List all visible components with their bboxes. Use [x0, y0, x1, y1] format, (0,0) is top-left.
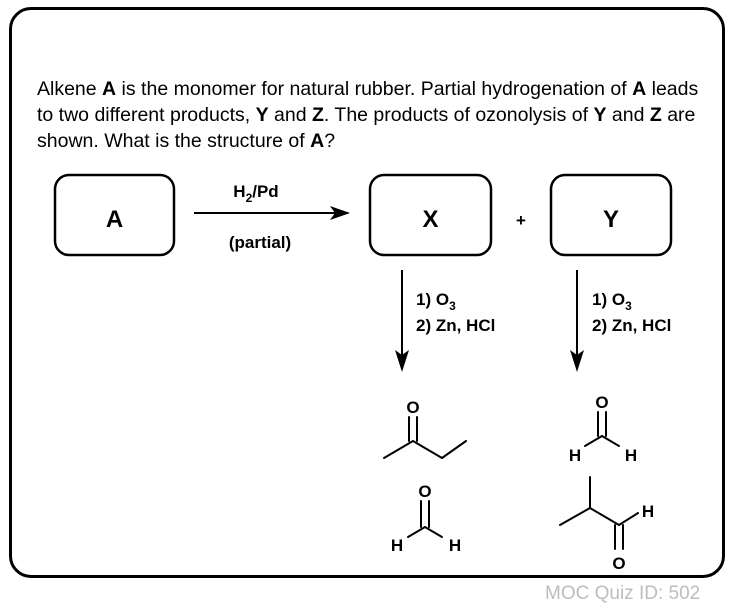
ozonolysis-arrow-left-head: [395, 350, 409, 372]
box-x-label: X: [422, 206, 438, 233]
formaldehyde-left-structure: [407, 500, 443, 538]
isobutyraldehyde-oxygen: O: [612, 554, 625, 573]
question-segment: leads to two different products,: [37, 78, 699, 126]
question-highlight-a: A: [632, 78, 647, 100]
formaldehyde-left-oxygen: O: [418, 482, 431, 501]
reagent-partial: (partial): [229, 233, 291, 252]
formaldehyde-right-h2: H: [625, 446, 637, 465]
quiz-frame: [9, 7, 725, 578]
formaldehyde-left-h1: H: [391, 536, 403, 555]
box-x: [368, 173, 493, 257]
box-a: [53, 173, 176, 257]
forward-arrow-head: [330, 206, 350, 220]
ozonolysis-right-step2: 2) Zn, HCl: [592, 316, 671, 335]
question-segment: are shown. What is the structure of: [37, 104, 696, 152]
question-segment: ?: [324, 130, 336, 152]
question-highlight-z: Z: [649, 104, 662, 126]
question-highlight-y: Y: [255, 104, 269, 126]
question-segment: . The products of ozonolysis of: [323, 104, 594, 126]
question-highlight-z: Z: [312, 104, 324, 126]
formaldehyde-right-oxygen: O: [595, 393, 608, 412]
butanone-structure: [383, 416, 467, 459]
formaldehyde-right-h1: H: [569, 446, 581, 465]
ozonolysis-left-step1: 1) O3: [416, 290, 456, 313]
isobutyraldehyde-h: H: [642, 502, 654, 521]
question-highlight-a: A: [310, 130, 325, 152]
question-segment: is the monomer for natural rubber. Parti…: [116, 78, 633, 100]
formaldehyde-right-structure: [584, 411, 620, 447]
ozonolysis-arrow-right-head: [570, 350, 584, 372]
plus-sign: +: [516, 211, 526, 230]
reagent-h2-pd: H2/Pd: [233, 182, 278, 205]
quiz-id-watermark: MOC Quiz ID: 502: [545, 583, 701, 604]
question-segment: and: [268, 104, 312, 126]
question-highlight-y: Y: [593, 104, 607, 126]
question-text: Alkene A is the monomer for natural rubb…: [37, 76, 717, 154]
ozonolysis-left-step2: 2) Zn, HCl: [416, 316, 495, 335]
box-a-label: A: [106, 206, 123, 233]
formaldehyde-left-h2: H: [449, 536, 461, 555]
question-segment: Alkene: [37, 78, 103, 100]
butanone-oxygen: O: [406, 398, 419, 417]
box-y-label: Y: [603, 206, 619, 233]
box-y: [549, 173, 673, 257]
isobutyraldehyde-structure: [559, 476, 639, 550]
question-segment: and: [606, 104, 650, 126]
question-highlight-a: A: [102, 78, 117, 100]
ozonolysis-right-step1: 1) O3: [592, 290, 632, 313]
